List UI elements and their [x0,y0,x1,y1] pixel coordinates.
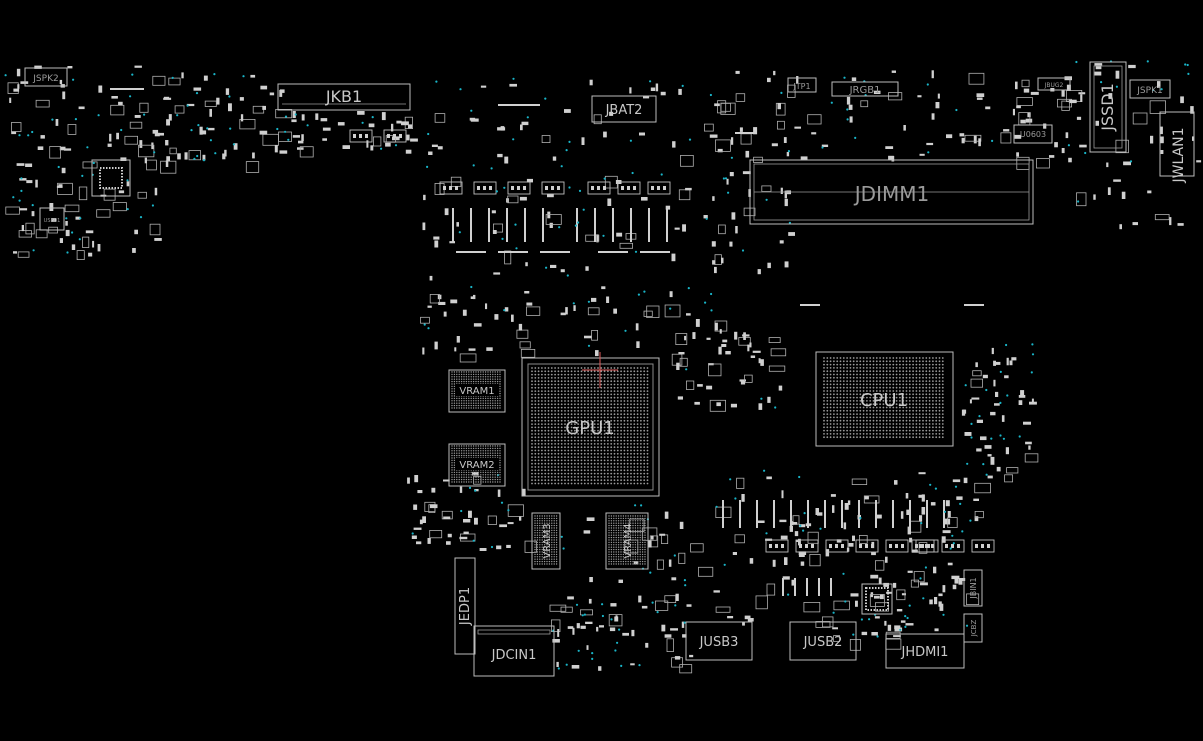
connector-jdimm1[interactable]: JDIMM1 [749,159,1034,225]
vram4-label: VRAM4 [623,523,634,558]
connector-jcbz[interactable]: JCBZ [963,613,983,643]
vram2-label: VRAM2 [459,460,494,471]
jkb1-label: JKB1 [325,87,362,106]
jhdmi1-label: JHDMI1 [901,645,949,660]
jcbz-label: JCBZ [970,620,978,638]
connector-jbat2[interactable]: JBAT2 [591,95,657,123]
jwlan1-label: JWLAN1 [1171,127,1187,183]
connector-jusb2[interactable]: JUSB2 [789,621,857,661]
jbin1-label: JBIN1 [969,577,978,599]
connector-jwlan1[interactable]: JWLAN1 [1159,111,1195,184]
ic-bottom-right[interactable] [861,583,893,615]
chip-vram3[interactable]: VRAM3 [531,512,561,570]
connector-jspk2[interactable]: JSPK2 [24,67,68,87]
ic-qfn-left[interactable] [91,159,131,197]
u0603-label: U0603 [1020,130,1046,139]
small-components [5,63,1202,674]
via-dots [4,60,1190,670]
jdcin1-label: JDCIN1 [491,648,537,663]
chip-cpu1[interactable]: CPU1 [815,351,954,447]
jbug2-label: JBUG2 [1044,82,1064,89]
chip-vram1[interactable]: VRAM1 [448,369,506,413]
ic-u0603[interactable]: U0603 [1013,124,1053,144]
jdimm1-label: JDIMM1 [853,182,929,206]
gpu1-label: GPU1 [565,418,614,439]
connector-jrgb1[interactable]: JRGB1 [831,81,899,97]
connector-jkb1[interactable]: JKB1 [277,83,411,111]
cpu1-ball-grid [823,357,944,439]
connector-jusb3[interactable]: JUSB3 [685,621,753,661]
ic-small-left[interactable]: USB01 [39,207,65,231]
chip-vram4[interactable]: VRAM4 [605,512,649,570]
chip-vram2[interactable]: VRAM2 [448,443,506,487]
jspk2-label: JSPK2 [32,74,58,84]
connector-jdcin1[interactable]: JDCIN1 [473,625,555,677]
vram1-label: VRAM1 [459,386,494,397]
cpu1-label: CPU1 [860,390,908,411]
jtp1-label: JTP1 [792,82,810,91]
connector-jspk1[interactable]: JSPK1 [1129,79,1171,99]
jusb2-label: JUSB2 [803,635,843,650]
jedp1-label: JEDP1 [458,587,473,626]
connector-jtp1[interactable]: JTP1 [787,77,817,93]
connector-jbug2[interactable]: JBUG2 [1037,77,1071,91]
gpu1-ball-grid [531,367,649,485]
chip-gpu1[interactable]: GPU1 [521,352,660,497]
connector-jhdmi1[interactable]: JHDMI1 [885,633,965,669]
jssd1-label: JSSD1 [1098,83,1117,132]
svg-text:USB01: USB01 [44,218,61,224]
vram3-label: VRAM3 [542,523,553,558]
connector-jedp1[interactable]: JEDP1 [454,557,476,655]
jbat2-label: JBAT2 [605,103,643,118]
jusb3-label: JUSB3 [699,635,739,650]
jrgb1-label: JRGB1 [849,85,881,96]
connector-jssd1[interactable]: JSSD1 [1089,61,1127,153]
connector-jbin1[interactable]: JBIN1 [963,569,983,607]
jspk1-label: JSPK1 [1136,86,1162,96]
